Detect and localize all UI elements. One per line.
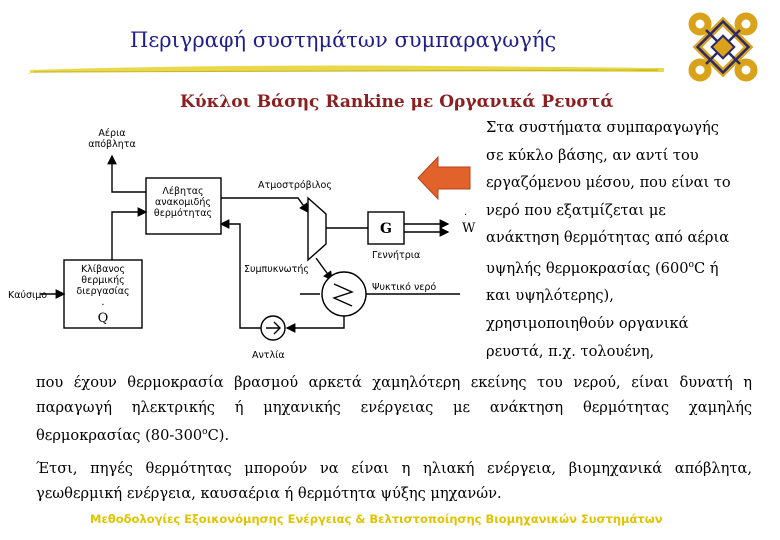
boiler-exhaust-line (111, 182, 146, 193)
furnace-label-2: θερμικής (81, 275, 124, 286)
body-paragraphs: που έχουν θερμοκρασία βρασμού αρκετά χαμ… (36, 370, 752, 506)
feed-line (219, 219, 261, 329)
intro-paragraph-right: Στα συστήματα συμπαραγωγής σε κύκλο βάση… (486, 114, 772, 365)
text-line: παραγωγή ηλεκτρικής ή μηχανικής ενέργεια… (36, 399, 752, 416)
flue-gas-label-2: απόβλητα (88, 139, 135, 150)
furnace-label-3: διεργασίας (76, 286, 129, 297)
turbine-label: Ατμοστρόβιλος (258, 180, 332, 191)
text-line: Στα συστήματα συμπαραγωγής (486, 119, 719, 136)
generator-label: Γεννήτρια (372, 250, 420, 261)
heat-dot: · (101, 300, 104, 311)
condensate-line (285, 316, 345, 333)
power-symbol: W (462, 221, 476, 236)
text-line: ανάκτηση θερμότητας από αέρια (486, 229, 730, 247)
text-line: νερό που εξατμίζεται με (486, 201, 666, 219)
orc-cycle-diagram: Αέρια απόβλητα Λέβητας ανακομιδής θερμότ… (8, 128, 476, 361)
text-line: που έχουν θερμοκρασία βρασμού αρκετά χαμ… (36, 374, 752, 391)
boiler-label-2: ανακομιδής (155, 197, 211, 208)
pump-label: Αντλία (252, 350, 285, 361)
boiler-label-3: θερμότητας (154, 208, 212, 219)
condenser-label: Συμπυκνωτής (244, 264, 309, 275)
furnace-label: Κλίβανος (81, 264, 125, 275)
boiler-label: Λέβητας (162, 186, 203, 197)
text-line: χρησιμοποιηθούν οργανικά (486, 315, 689, 333)
text-line: και υψηλότερης), (486, 287, 614, 305)
text-line: σε κύκλο βάσης, αν αντί του (486, 146, 699, 164)
text-line: θερμοκρασίας (80-300οC). (36, 426, 230, 444)
text-line: ρευστά, π.χ. τολουένη, (486, 342, 655, 360)
turbine-shape (307, 196, 327, 262)
vapour-line (221, 197, 309, 214)
cooling-water-label: Ψυκτικό νερό (372, 282, 436, 293)
condenser-coil (332, 283, 354, 307)
fuel-label: Καύσιμο (8, 290, 47, 301)
slide-footer: Μεθοδολογίες Εξοικονόμησης Ενέργειας & Β… (90, 512, 663, 526)
university-logo (688, 12, 758, 82)
slide-title: Περιγραφή συστημάτων συμπαραγωγής (130, 28, 557, 52)
turbine-exhaust-line (315, 257, 333, 282)
title-underline (28, 65, 665, 74)
text-line: Έτσι, πηγές θερμότητας μπορούν να είναι … (36, 459, 752, 477)
pump-symbol (266, 321, 281, 335)
text-line: γεωθερμική ενέργεια, καυσαέρια ή θερμότη… (36, 484, 502, 502)
generator-box (367, 211, 405, 245)
boiler-box (145, 177, 222, 235)
text-line: εργαζόμενου μέσου, που είναι το (486, 174, 731, 192)
flue-gas-label: Αέρια (98, 128, 125, 139)
power-dot: · (464, 210, 467, 221)
text-line: υψηλής θερμοκρασίας (600οC ή (486, 259, 719, 277)
slide-subtitle: Κύκλοι Βάσης Rankine με Οργανικά Ρευστά (180, 92, 614, 112)
generator-letter: G (380, 221, 392, 237)
heat-symbol: Q (98, 311, 109, 326)
highlight-arrow (417, 155, 471, 201)
gas-to-boiler-line (111, 207, 148, 260)
